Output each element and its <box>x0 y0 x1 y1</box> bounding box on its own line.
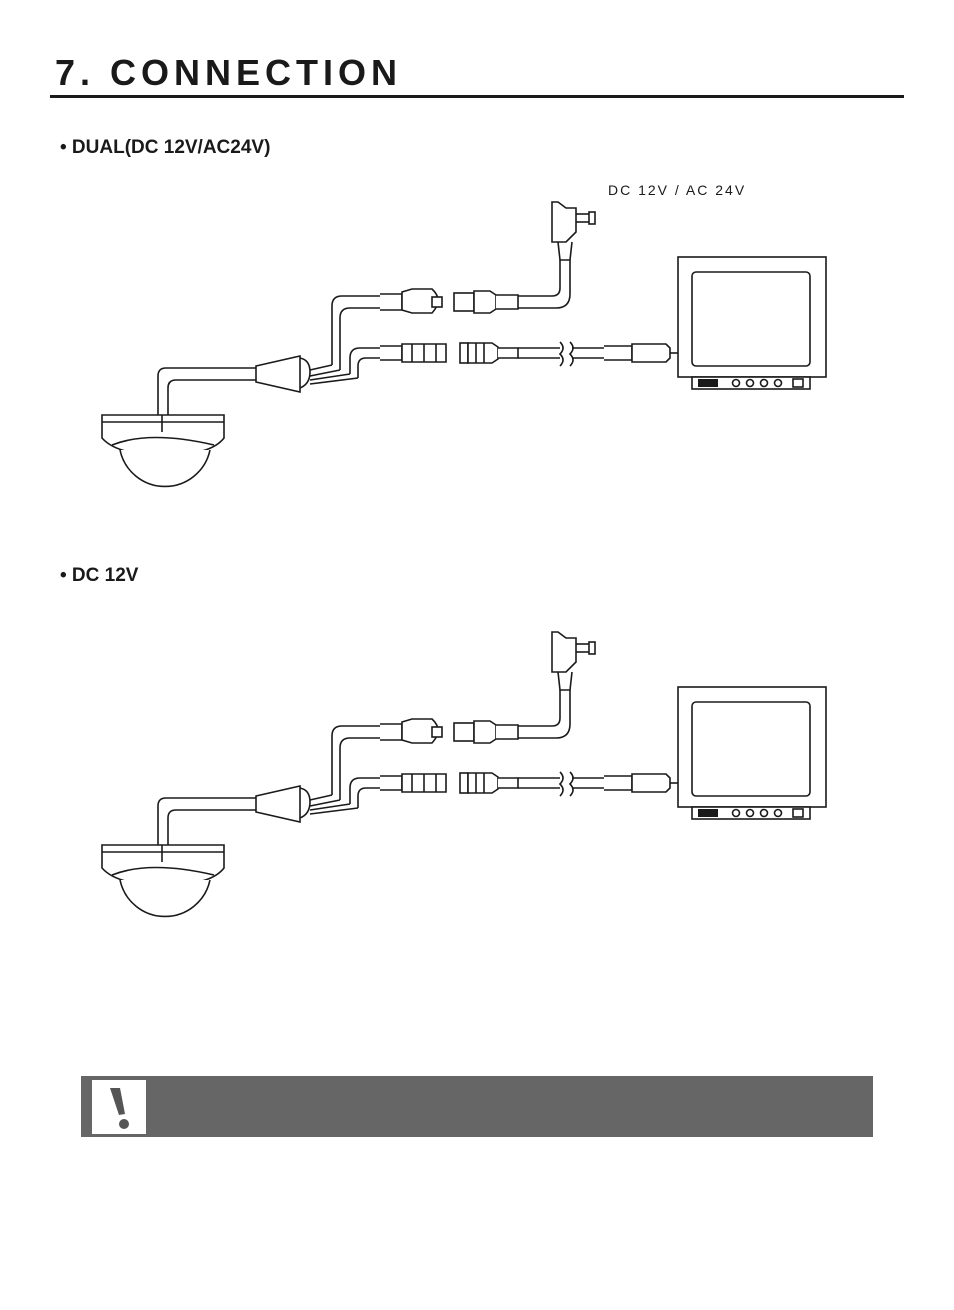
bnc-connector-icon <box>460 343 518 363</box>
page-title: 7. CONNECTION <box>55 52 402 94</box>
power-plug-icon <box>454 721 518 743</box>
monitor-icon <box>670 257 826 389</box>
exclamation-icon <box>92 1080 146 1134</box>
dome-camera-icon <box>102 415 224 486</box>
monitor-icon <box>670 687 826 819</box>
dc-socket-connector <box>380 289 442 313</box>
bnc-connector-icon <box>460 773 518 793</box>
connection-diagram-dc12v <box>0 590 954 1010</box>
power-source-label: DC 12V / AC 24V <box>608 182 746 198</box>
title-rule <box>50 95 904 98</box>
bnc-connector-icon <box>380 774 446 792</box>
section-heading-dual: • DUAL(DC 12V/AC24V) <box>60 137 270 159</box>
dome-camera-icon <box>102 845 224 916</box>
dc-socket-connector <box>380 719 442 743</box>
power-plug-icon <box>454 291 518 313</box>
notice-bar <box>81 1076 873 1137</box>
power-adapter-icon <box>552 202 595 260</box>
connection-diagram-dual: DC 12V / AC 24V <box>0 160 954 580</box>
section-heading-dc12v: • DC 12V <box>60 565 138 587</box>
bnc-connector-icon <box>380 344 446 362</box>
power-adapter-icon <box>552 632 595 690</box>
